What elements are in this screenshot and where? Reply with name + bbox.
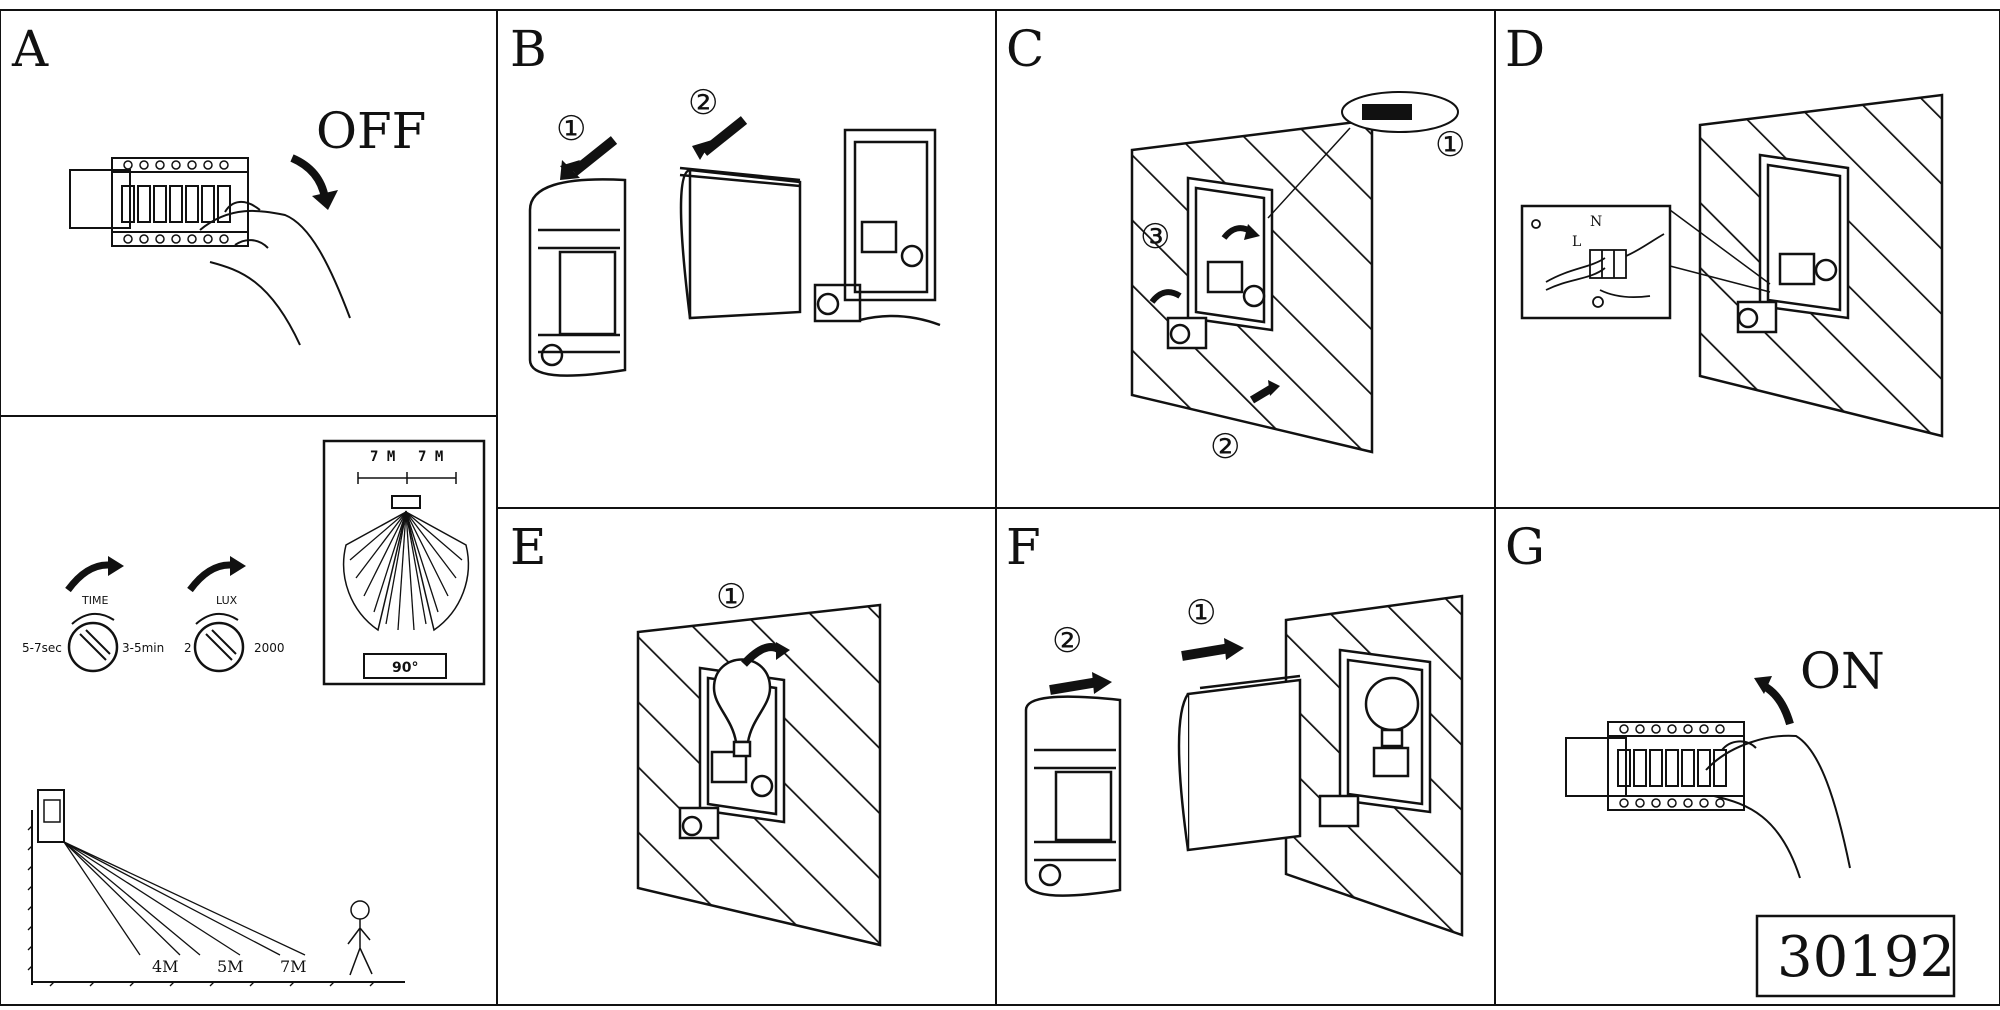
wall-plate: [1166, 176, 1274, 350]
hand-icon: [1705, 734, 1851, 879]
power-on-label: ON: [1800, 642, 1885, 700]
range-mid-label: 5M: [217, 957, 244, 976]
panel-a-letter: A: [11, 20, 49, 78]
lamp-cage-cover: [1024, 695, 1122, 897]
panel-f: F ② ①: [1006, 518, 1464, 937]
battery-icon: [1362, 104, 1412, 120]
panel-c-step-1: ①: [1435, 125, 1465, 165]
range-diagram: [27, 789, 405, 987]
lux-min-label: 2: [184, 641, 192, 655]
hand-icon: [199, 201, 351, 346]
glass-diffuser: [679, 166, 802, 320]
wire-n-label: N: [1590, 214, 1602, 230]
coverage-right-label: 7 M: [418, 449, 443, 465]
time-label: TIME: [81, 594, 108, 607]
lux-max-label: 2000: [254, 641, 285, 655]
time-max-label: 3-5min: [122, 641, 164, 655]
panel-f-step-2: ②: [1052, 621, 1082, 661]
terminal-block: [1531, 219, 1665, 308]
panel-g-letter: G: [1505, 518, 1545, 576]
panel-e-step-1: ①: [716, 577, 746, 617]
panel-c: C ① ③ ②: [1006, 20, 1465, 467]
person-icon: [350, 900, 370, 920]
panel-c-step-3: ③: [1140, 217, 1170, 257]
panel-e: E ①: [510, 518, 882, 947]
power-off-label: OFF: [316, 102, 426, 160]
panel-c-letter: C: [1006, 20, 1044, 78]
switch-up-arrow-icon: [1761, 682, 1794, 726]
model-number: 30192: [1777, 925, 1955, 990]
glass-diffuser: [1177, 674, 1302, 852]
panel-b-letter: B: [510, 20, 547, 78]
panel-d-letter: D: [1505, 20, 1545, 78]
attach-diffuser-arrow-icon: [1181, 643, 1231, 661]
wall-plate: [1318, 648, 1432, 828]
model-number-box: [1755, 914, 1956, 998]
coverage-diagram: 7 M 7 M 90°: [322, 439, 486, 686]
panel-c-step-2: ②: [1210, 427, 1240, 467]
coverage-angle-label: 90°: [392, 660, 418, 676]
coverage-left-label: 7 M: [370, 449, 395, 465]
lux-label: LUX: [216, 594, 238, 607]
panel-b-step-1: ①: [556, 109, 586, 149]
panel-e-letter: E: [510, 518, 547, 576]
wall-plate: [1736, 153, 1850, 334]
panel-f-letter: F: [1006, 518, 1041, 576]
lux-dial: [193, 621, 245, 673]
panel-f-step-1: ①: [1186, 593, 1216, 633]
panel-grid: [0, 9, 2000, 1006]
time-min-label: 5-7sec: [22, 641, 62, 655]
range-far-label: 7M: [280, 957, 307, 976]
sensor-settings-panel: TIME 5-7sec 3-5min LUX 2 2000 7 M 7 M: [22, 439, 486, 987]
switch-down-arrow-icon: [290, 154, 329, 199]
time-dial: [67, 621, 119, 673]
remove-cover-arrow-icon: [560, 138, 612, 180]
lamp-cage-cover: [528, 178, 627, 377]
panel-d: D N L: [1505, 20, 1944, 438]
circuit-breaker-box: [1565, 721, 1745, 811]
lamp-base-unit: [813, 128, 941, 327]
panel-b: B ① ②: [510, 20, 941, 377]
circuit-breaker-box: [69, 157, 249, 247]
panel-b-step-2: ②: [688, 83, 718, 123]
panel-a: A OFF: [11, 20, 426, 346]
light-bulb-icon: [712, 658, 772, 758]
wire-l-label: L: [1572, 234, 1581, 250]
range-near-label: 4M: [152, 957, 179, 976]
panel-g: G ON 30192: [1505, 518, 1956, 998]
